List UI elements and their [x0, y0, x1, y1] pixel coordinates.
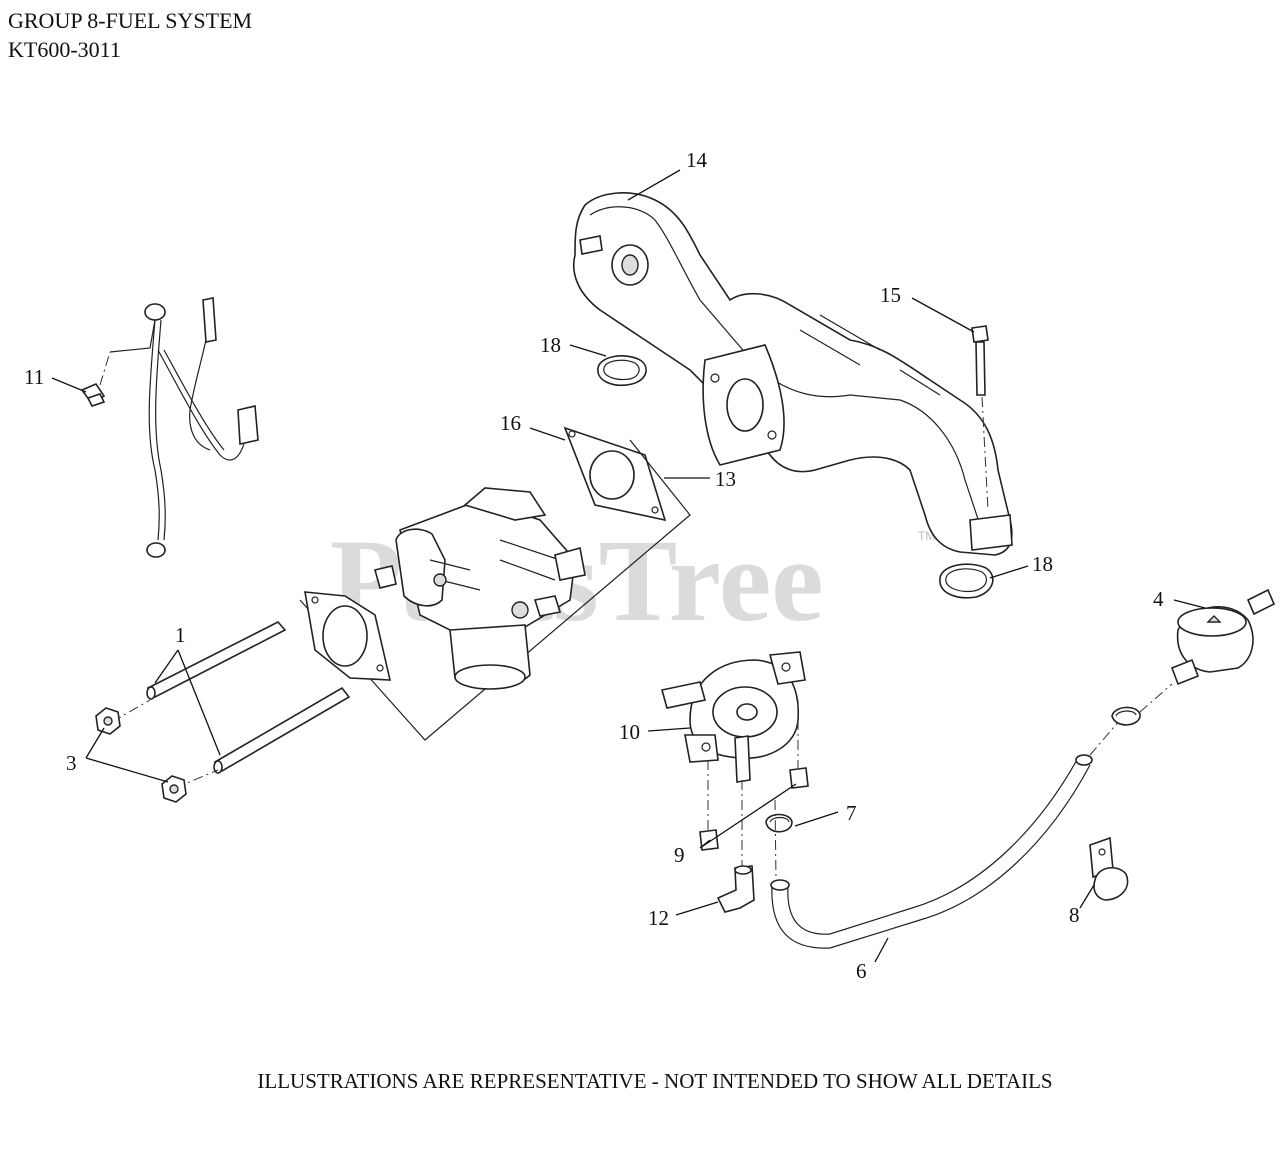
stud-lower-part[interactable] — [213, 686, 351, 774]
o-ring-lower-part[interactable] — [939, 563, 994, 599]
leader-line-11 — [51, 377, 87, 393]
pump-screw-left-part[interactable] — [699, 760, 719, 851]
callout-14: 14 — [686, 148, 708, 172]
callout-4: 4 — [1153, 587, 1164, 611]
leader-line-16 — [529, 427, 566, 441]
callout-15: 15 — [880, 283, 901, 307]
wire-harness-part[interactable] — [144, 297, 259, 558]
model-number: KT600-3011 — [8, 37, 121, 62]
diagram-title: GROUP 8-FUEL SYSTEM — [8, 8, 253, 33]
leader-line-15 — [911, 297, 975, 333]
carburetor-gasket-part[interactable] — [304, 591, 392, 681]
fuel-pump-part[interactable] — [661, 651, 806, 783]
callout-11: 11 — [24, 365, 44, 389]
leader-line-12 — [675, 901, 719, 916]
hose-clamp-part[interactable] — [765, 813, 793, 833]
fuel-hose-part[interactable] — [770, 754, 1093, 949]
o-ring-upper-part[interactable] — [597, 355, 647, 386]
callout-9: 9 — [674, 843, 685, 867]
callout-7: 7 — [846, 801, 857, 825]
callout-18-lower: 18 — [1032, 552, 1053, 576]
leader-line-14 — [627, 169, 681, 201]
leader-line-10 — [647, 727, 691, 732]
filter-hose-clamp-part[interactable] — [1111, 706, 1141, 726]
callout-18-upper: 18 — [540, 333, 561, 357]
callout-8: 8 — [1069, 903, 1080, 927]
callout-10: 10 — [619, 720, 640, 744]
elbow-fitting-part[interactable] — [716, 780, 755, 913]
fuel-filter-part[interactable] — [1170, 588, 1276, 686]
leader-line-7 — [794, 811, 839, 827]
leader-line-18a — [569, 344, 607, 357]
flange-nut-lower-part[interactable] — [161, 775, 187, 803]
flange-nut-upper-part[interactable] — [95, 707, 121, 735]
manifold-bolt-part[interactable] — [971, 325, 989, 511]
callout-3: 3 — [66, 751, 77, 775]
leader-line-9 — [699, 783, 797, 849]
callout-6: 6 — [856, 959, 867, 983]
stud-upper-part[interactable] — [146, 621, 287, 700]
disclaimer-footer: ILLUSTRATIONS ARE REPRESENTATIVE - NOT I… — [257, 1069, 1053, 1093]
leader-line-3 — [85, 727, 169, 783]
leader-line-1 — [154, 649, 221, 756]
ground-screw-part[interactable] — [80, 383, 106, 407]
leader-line-18b — [989, 565, 1029, 579]
intake-manifold-part[interactable] — [573, 192, 1013, 556]
watermark-trademark: TM — [918, 529, 935, 543]
leader-line-4 — [1173, 599, 1206, 609]
carburetor-part[interactable] — [374, 300, 586, 690]
callout-13: 13 — [715, 467, 736, 491]
callout-1: 1 — [175, 623, 186, 647]
callout-12: 12 — [648, 906, 669, 930]
pump-screw-right-part[interactable] — [789, 700, 809, 789]
leader-line-6 — [874, 937, 889, 963]
hose-clip-part[interactable] — [1089, 836, 1129, 901]
leader-line-8 — [1079, 884, 1095, 909]
callout-16: 16 — [500, 411, 521, 435]
manifold-gasket-part[interactable] — [563, 426, 667, 522]
